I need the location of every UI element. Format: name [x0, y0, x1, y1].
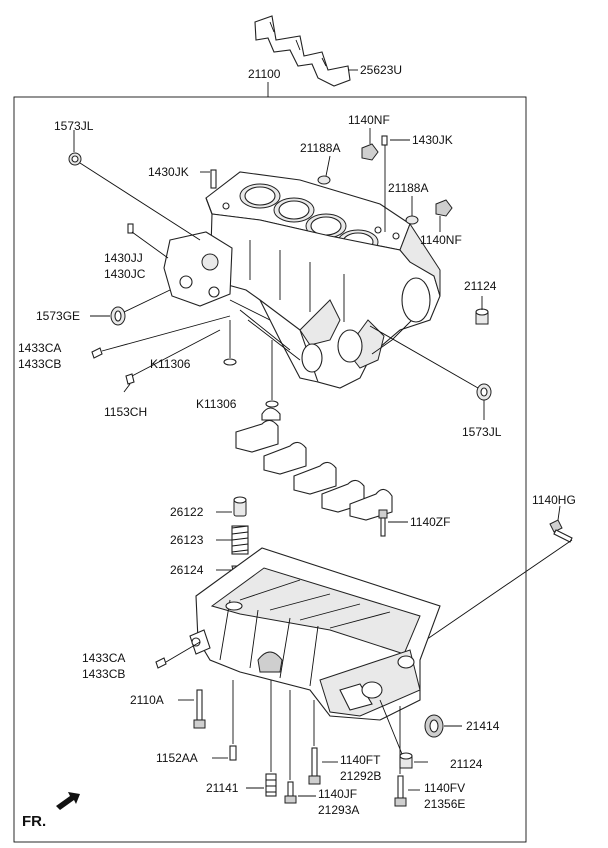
front-arrow-icon: [56, 792, 80, 810]
label-21414: 21414: [466, 719, 500, 733]
drain-plug-21141: [265, 773, 277, 797]
gasket-sheet-25623U: [254, 15, 351, 87]
cap-21414: [424, 714, 444, 738]
label-1433CA-top: 1433CA: [18, 341, 61, 355]
leader-1573JL-top: [79, 162, 201, 241]
label-1140NF-right: 1140NF: [420, 233, 462, 247]
pin-1153CH: [125, 373, 135, 385]
bolt-1140HG: [549, 519, 573, 543]
label-1140FV: 1140FV: [424, 781, 465, 795]
lower-crankcase-ladder: [189, 547, 441, 721]
pin-1430JK-left: [210, 169, 217, 189]
label-2110A: 2110A: [130, 693, 164, 707]
label-21100: 21100: [248, 67, 281, 81]
bolt-1140FT: [308, 747, 321, 785]
label-1140ZF: 1140ZF: [410, 515, 450, 529]
label-21292B: 21292B: [340, 769, 381, 783]
label-1152AA: 1152AA: [156, 751, 198, 765]
bolt-1140ZF: [378, 509, 388, 537]
label-1433CA-bottom: 1433CA: [82, 651, 125, 665]
plug-1140NF-b: [435, 199, 453, 217]
cylinder-block-21100: [163, 171, 441, 389]
label-K11306-a: K11306: [150, 357, 191, 371]
label-26124: 26124: [170, 563, 204, 577]
label-1573JL-top: 1573JL: [54, 119, 94, 133]
label-21356E: 21356E: [424, 797, 465, 811]
label-1433CB-top: 1433CB: [18, 357, 61, 371]
diagram-frame: [13, 96, 527, 843]
label-1430JK-right: 1430JK: [412, 133, 453, 147]
washer-21188A-a: [317, 175, 331, 185]
label-1430JJ: 1430JJ: [104, 251, 143, 265]
direction-marker-front: FR.: [22, 813, 46, 830]
plug-1140NF-a: [361, 143, 379, 161]
pin-1152AA: [229, 745, 237, 761]
pin-1430JK-right: [381, 135, 388, 146]
label-1573GE: 1573GE: [36, 309, 80, 323]
label-21124-top: 21124: [464, 279, 497, 293]
label-1433CB-bottom: 1433CB: [82, 667, 125, 681]
oring-K11306-a: [223, 358, 237, 366]
label-1430JK-left: 1430JK: [148, 165, 189, 179]
label-1430JC: 1430JC: [104, 267, 146, 281]
label-26123: 26123: [170, 533, 204, 547]
label-K11306-b: K11306: [196, 397, 237, 411]
bearing-caps: [235, 407, 393, 521]
label-21124-bottom: 21124: [450, 757, 483, 771]
pin-1430JJ: [127, 223, 134, 234]
bolt-1433CA-bottom: [155, 657, 167, 669]
label-1140FT: 1140FT: [340, 753, 381, 767]
washer-21188A-b: [405, 215, 419, 225]
bolt-1140JF: [284, 781, 297, 804]
label-1573JL-bottom: 1573JL: [462, 425, 502, 439]
label-1140HG: 1140HG: [532, 493, 576, 507]
bolt-1140FV: [394, 775, 407, 807]
label-21293A: 21293A: [318, 803, 359, 817]
label-25623U: 25623U: [360, 63, 402, 77]
label-1153CH: 1153CH: [104, 405, 147, 419]
label-21188A-top: 21188A: [300, 141, 340, 155]
label-1140JF: 1140JF: [318, 787, 357, 801]
label-26122: 26122: [170, 505, 204, 519]
label-21141: 21141: [206, 781, 239, 795]
bolt-2110A: [193, 689, 206, 729]
label-21188A-right: 21188A: [388, 181, 428, 195]
label-1140NF-top: 1140NF: [348, 113, 390, 127]
bolt-1433CA-top: [91, 347, 103, 359]
oring-K11306-b: [265, 400, 279, 408]
